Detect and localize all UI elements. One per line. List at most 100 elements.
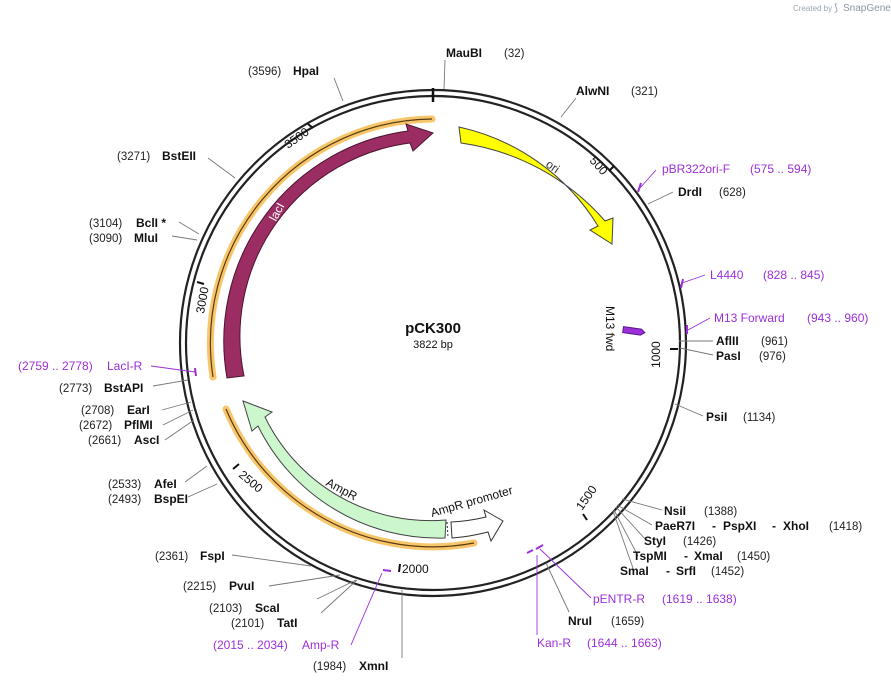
svg-text:(2661): (2661) bbox=[88, 435, 121, 447]
site-bsteii[interactable]: BstEII bbox=[162, 149, 196, 163]
svg-text:(2493): (2493) bbox=[108, 494, 141, 506]
tick-1000: 1000 bbox=[649, 341, 663, 368]
svg-text:(2101): (2101) bbox=[231, 618, 264, 630]
m13-fwd-feature[interactable] bbox=[622, 326, 646, 336]
svg-text:(976): (976) bbox=[759, 351, 786, 363]
svg-text:-: - bbox=[772, 519, 776, 533]
site-bspei[interactable]: BspEI bbox=[154, 492, 188, 506]
ori-feature[interactable] bbox=[458, 126, 614, 245]
svg-text:(1644 .. 1663): (1644 .. 1663) bbox=[587, 636, 662, 650]
site-xmni[interactable]: XmnI bbox=[359, 659, 388, 673]
right-sites: MauBI (32) AlwNI (321) DrdI (628) AflII … bbox=[446, 46, 862, 628]
svg-text:(3596): (3596) bbox=[248, 66, 281, 78]
svg-text:(575 .. 594): (575 .. 594) bbox=[750, 162, 811, 176]
site-bcli[interactable]: BclI * bbox=[136, 216, 166, 230]
primer-pbr322ori-f[interactable]: pBR322ori-F bbox=[662, 162, 730, 176]
tick-3500: 3500 bbox=[282, 124, 312, 151]
svg-text:(1388): (1388) bbox=[704, 506, 737, 518]
primer-marks bbox=[194, 182, 688, 572]
svg-text:(32): (32) bbox=[504, 48, 525, 60]
site-pflmi[interactable]: PflMI bbox=[124, 418, 153, 432]
credit-brand: SnapGene bbox=[843, 3, 891, 14]
tick-2000: 2000 bbox=[402, 562, 429, 576]
site-pspxi[interactable]: PspXI bbox=[723, 519, 756, 533]
svg-text:(2759 .. 2778): (2759 .. 2778) bbox=[18, 359, 93, 373]
svg-text:-: - bbox=[684, 549, 688, 563]
site-fspi[interactable]: FspI bbox=[200, 549, 225, 563]
site-hpai[interactable]: HpaI bbox=[293, 64, 319, 78]
svg-text:(628): (628) bbox=[719, 187, 746, 199]
lacI-orange-band bbox=[206, 115, 436, 381]
site-srfi[interactable]: SrfI bbox=[676, 564, 696, 578]
site-tati[interactable]: TatI bbox=[277, 616, 297, 630]
svg-text:(3271): (3271) bbox=[117, 151, 150, 163]
svg-text:-: - bbox=[712, 519, 716, 533]
primer-laci-r[interactable]: LacI-R bbox=[107, 359, 143, 373]
svg-text:(1418): (1418) bbox=[829, 521, 862, 533]
svg-text:(943 .. 960): (943 .. 960) bbox=[807, 311, 868, 325]
site-paer7i[interactable]: PaeR7I bbox=[655, 519, 695, 533]
primer-l4440[interactable]: L4440 bbox=[710, 268, 744, 282]
site-aflii[interactable]: AflII bbox=[716, 334, 739, 348]
site-afei[interactable]: AfeI bbox=[154, 477, 177, 491]
primer-mark-laci bbox=[194, 367, 197, 377]
primer-mark-ampr bbox=[382, 569, 392, 572]
primer-m13-forward[interactable]: M13 Forward bbox=[714, 311, 785, 325]
site-nsii[interactable]: NsiI bbox=[664, 504, 686, 518]
site-eari[interactable]: EarI bbox=[127, 403, 150, 417]
site-xmai[interactable]: XmaI bbox=[694, 549, 723, 563]
svg-text:(1984): (1984) bbox=[313, 661, 346, 673]
left-sites: (3596) HpaI (3271) BstEII (3104) BclI * … bbox=[59, 64, 388, 673]
site-pasi[interactable]: PasI bbox=[716, 349, 741, 363]
primer-pentr-r[interactable]: pENTR-R bbox=[593, 592, 645, 606]
ampR-promoter-label: AmpR promoter bbox=[429, 483, 514, 520]
tick-500: 500 bbox=[587, 154, 611, 178]
primer-amp-r[interactable]: Amp-R bbox=[302, 638, 340, 652]
svg-text:(1450): (1450) bbox=[737, 551, 770, 563]
site-drdi[interactable]: DrdI bbox=[678, 185, 702, 199]
m13-fwd-label: M13 fwd bbox=[603, 306, 617, 351]
svg-text:(1619 .. 1638): (1619 .. 1638) bbox=[662, 592, 737, 606]
ori-label: ori bbox=[543, 157, 562, 176]
svg-text:(2015 .. 2034): (2015 .. 2034) bbox=[213, 638, 288, 652]
site-bstapi[interactable]: BstAPI bbox=[104, 381, 143, 395]
svg-text:(828 .. 845): (828 .. 845) bbox=[763, 268, 824, 282]
site-tspmi[interactable]: TspMI bbox=[633, 549, 667, 563]
site-mlui[interactable]: MluI bbox=[134, 231, 158, 245]
ampR-feature[interactable] bbox=[242, 400, 447, 539]
primer-leaders bbox=[150, 169, 711, 646]
site-maubi[interactable]: MauBI bbox=[446, 46, 482, 60]
ampR-promoter-feature[interactable] bbox=[450, 508, 504, 543]
primer-mark-pbr322ori bbox=[637, 182, 642, 193]
primer-mark-kanr bbox=[526, 549, 534, 554]
svg-text:(2672): (2672) bbox=[79, 420, 112, 432]
site-scai[interactable]: ScaI bbox=[255, 601, 280, 615]
site-psii[interactable]: PsiI bbox=[706, 410, 727, 424]
primer-labels: pBR322ori-F (575 .. 594) L4440 (828 .. 8… bbox=[18, 162, 868, 652]
snapgene-logo-icon: ⟆ bbox=[834, 3, 838, 14]
site-alwni[interactable]: AlwNI bbox=[576, 84, 609, 98]
svg-text:(2103): (2103) bbox=[209, 603, 242, 615]
tick-1500: 1500 bbox=[573, 483, 600, 513]
site-nrui[interactable]: NruI bbox=[568, 614, 592, 628]
ampR-divider bbox=[446, 521, 449, 538]
svg-text:(321): (321) bbox=[631, 86, 658, 98]
site-pvui[interactable]: PvuI bbox=[229, 579, 254, 593]
site-smai[interactable]: SmaI bbox=[620, 564, 649, 578]
site-xhoi[interactable]: XhoI bbox=[783, 519, 809, 533]
svg-text:(2361): (2361) bbox=[155, 551, 188, 563]
lacI-band-line bbox=[209, 118, 433, 378]
primer-kan-r[interactable]: Kan-R bbox=[537, 636, 571, 650]
ampR-band-line bbox=[225, 408, 475, 548]
lacI-feature[interactable] bbox=[223, 123, 434, 379]
plasmid-size: 3822 bp bbox=[413, 339, 453, 351]
site-asci[interactable]: AscI bbox=[134, 433, 159, 447]
primer-mark-pentr bbox=[535, 544, 544, 550]
site-styi[interactable]: StyI bbox=[644, 534, 666, 548]
svg-text:(3104): (3104) bbox=[89, 218, 122, 230]
svg-text:(1452): (1452) bbox=[711, 566, 744, 578]
credit-prefix: Created by bbox=[793, 4, 832, 13]
svg-text:(1426): (1426) bbox=[683, 536, 716, 548]
plasmid-name: pCK300 bbox=[405, 320, 461, 337]
